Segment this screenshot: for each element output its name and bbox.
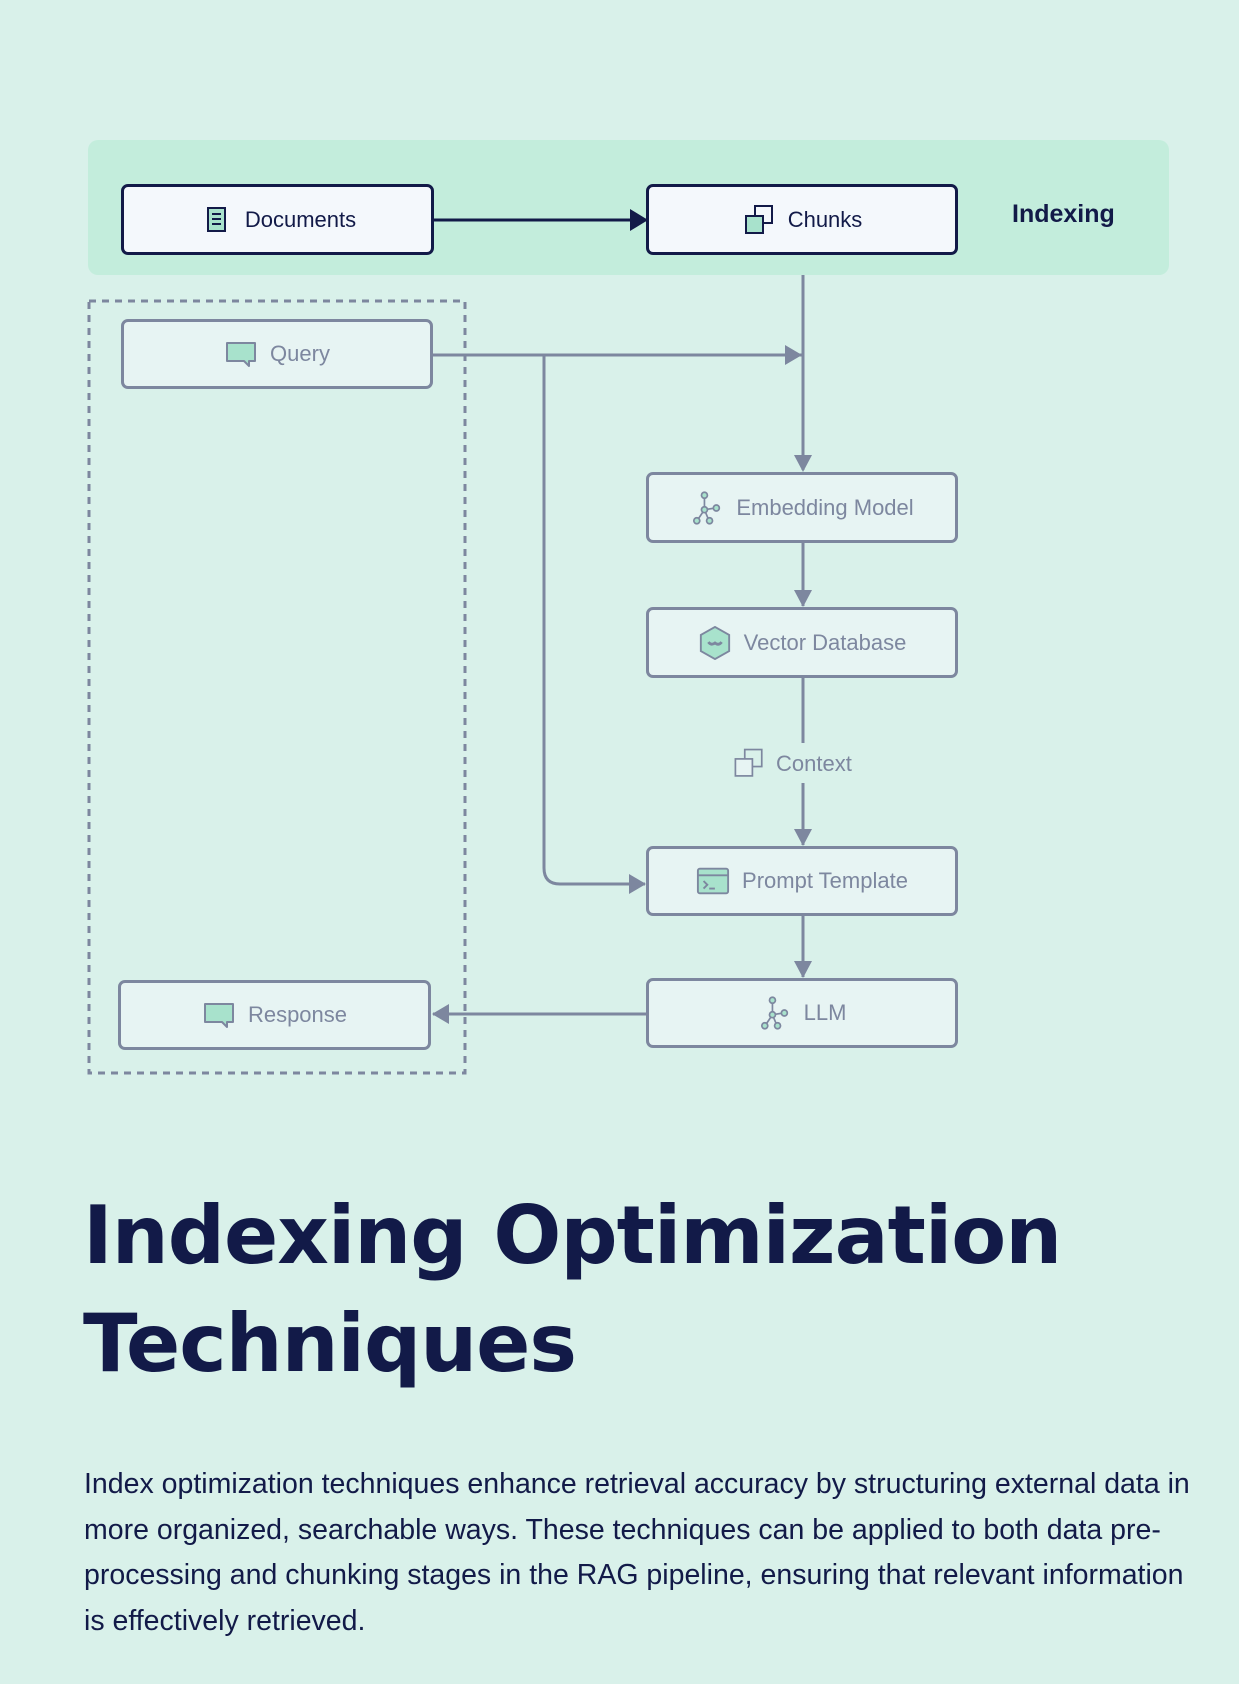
query-label: Query bbox=[270, 341, 330, 366]
page-title: Indexing Optimization Techniques bbox=[83, 1189, 1062, 1390]
document-icon bbox=[206, 206, 226, 232]
context-label: Context bbox=[776, 751, 852, 776]
context-node: Context bbox=[732, 744, 852, 784]
stacked-squares-icon bbox=[744, 204, 773, 234]
prompt-template-label: Prompt Template bbox=[742, 868, 908, 893]
documents-label: Documents bbox=[244, 206, 357, 232]
embedding-model-node: Embedding Model bbox=[646, 472, 958, 543]
chat-bubble-icon bbox=[226, 342, 257, 367]
diagram-connectors bbox=[87, 140, 1169, 1075]
user-boundary bbox=[87, 299, 467, 1075]
prompt-template-node: Prompt Template bbox=[646, 846, 958, 916]
network-graph-icon bbox=[760, 996, 788, 1030]
body-paragraph: Index optimization techniques enhance re… bbox=[84, 1468, 1190, 1637]
terminal-window-icon bbox=[696, 867, 730, 895]
stacked-squares-icon bbox=[734, 748, 763, 777]
chat-bubble-icon bbox=[203, 1003, 234, 1028]
llm-label: LLM bbox=[803, 1000, 847, 1025]
indexing-stage-label: Indexing bbox=[1012, 200, 1115, 228]
llm-node: LLM bbox=[646, 978, 958, 1048]
hexagon-database-icon bbox=[699, 625, 730, 660]
vector-database-node: Vector Database bbox=[646, 607, 958, 678]
vector-database-label: Vector Database bbox=[743, 629, 907, 655]
arrow-query-to-prompt bbox=[542, 355, 645, 886]
response-node: Response bbox=[118, 980, 431, 1050]
chunks-node: Chunks bbox=[646, 184, 958, 255]
documents-node: Documents bbox=[121, 184, 434, 255]
embedding-model-label: Embedding Model bbox=[736, 494, 914, 520]
query-node: Query bbox=[121, 319, 433, 389]
response-label: Response bbox=[247, 1002, 348, 1027]
network-graph-icon bbox=[693, 490, 721, 525]
chunks-label: Chunks bbox=[787, 206, 863, 232]
rag-pipeline-diagram: Documents Chunks Indexing Query Embeddin… bbox=[87, 140, 1169, 1075]
